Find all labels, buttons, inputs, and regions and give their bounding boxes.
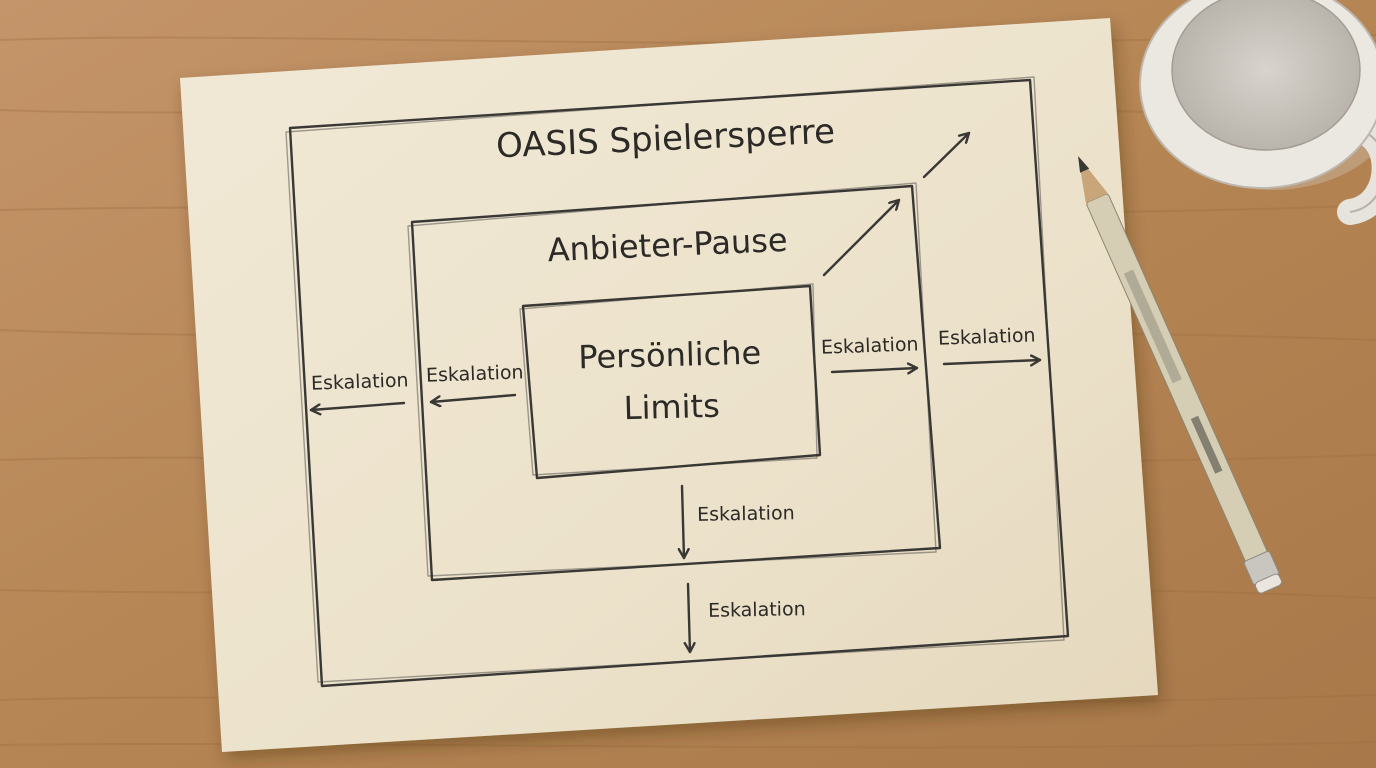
pencil — [1078, 156, 1283, 594]
middle-box — [407, 182, 942, 582]
outer-box — [285, 76, 1070, 688]
arrow-inner-left — [429, 393, 517, 402]
coffee-mug — [1139, 0, 1376, 225]
inner-box — [519, 283, 822, 480]
arrow-diagonal-outer — [922, 131, 971, 179]
arrow-outer-down — [688, 582, 690, 654]
arrow-inner-down — [682, 484, 684, 560]
arrow-inner-right — [830, 368, 919, 372]
label-inner-right: Eskalation — [821, 333, 919, 358]
arrow-outer-right — [942, 360, 1042, 364]
escalation-arrows — [309, 131, 1042, 654]
arrow-outer-left — [309, 401, 406, 410]
label-inner-down: Eskalation — [697, 502, 795, 526]
label-outer-right: Eskalation — [938, 324, 1036, 349]
label-outer-down: Eskalation — [708, 598, 806, 622]
arrow-diagonal-inner — [822, 198, 901, 277]
inner-box-label-line1: Persönliche — [578, 334, 762, 377]
label-outer-left: Eskalation — [311, 369, 409, 394]
label-inner-left: Eskalation — [426, 361, 524, 386]
inner-box-label-line2: Limits — [623, 387, 720, 427]
